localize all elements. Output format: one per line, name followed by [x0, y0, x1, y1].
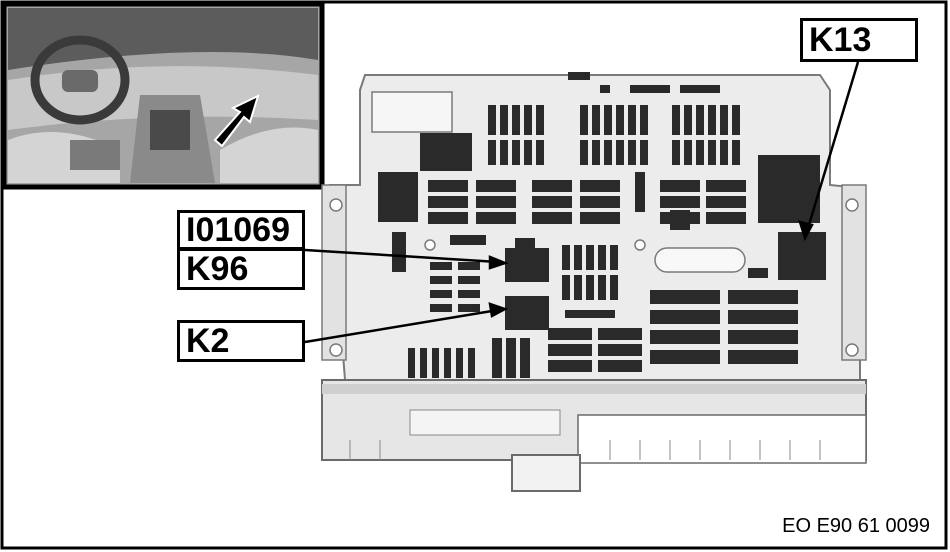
leader-line-k13 [803, 61, 860, 239]
relay-k2 [505, 296, 549, 330]
label-i01069-text: I01069 [186, 211, 290, 249]
label-k96: K96 [177, 248, 305, 290]
arrowhead-k13 [798, 220, 814, 242]
label-k13-text: K13 [809, 21, 872, 59]
figure-code: EO E90 61 0099 [782, 515, 930, 537]
leader-line-k96 [304, 248, 499, 264]
label-k2-text: K2 [186, 322, 230, 360]
leader-lines [304, 61, 860, 344]
arrowhead-k96 [488, 255, 509, 270]
arrowhead-k2 [488, 302, 509, 318]
label-k96-text: K96 [186, 250, 249, 288]
leader-line-k2 [304, 308, 499, 344]
label-k2: K2 [177, 320, 305, 362]
junction-box [321, 72, 867, 492]
relay-k96 [505, 248, 549, 282]
label-i01069: I01069 [177, 210, 305, 250]
location-arrow-icon [213, 94, 260, 148]
relay-k13 [778, 232, 826, 280]
dashboard-inset-photo [1, 1, 325, 190]
label-k13: K13 [800, 18, 918, 62]
